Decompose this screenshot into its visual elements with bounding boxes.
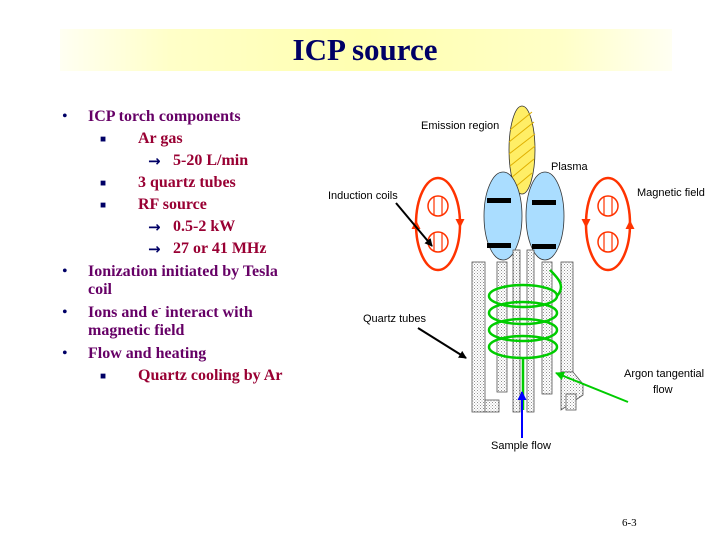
title-band (60, 29, 672, 71)
bullet-dot-icon: • (62, 108, 68, 125)
square-bullet-icon: ■ (100, 178, 107, 189)
label-argon-tangential-line2: flow (653, 384, 673, 396)
bullet-list: • ICP torch components ■ Ar gas → 5-20 L/mi… (60, 103, 340, 385)
label-emission-region: Emission region (421, 120, 499, 132)
bullet-quartz-cooling: ■ Quartz cooling by Ar (60, 367, 340, 385)
bullet-text: 3 quartz tubes (138, 174, 236, 191)
magnetic-field-right (581, 176, 635, 272)
arrow-bullet-icon: → (148, 240, 161, 258)
square-bullet-icon: ■ (100, 371, 107, 382)
bullet-text: ICP torch components (88, 108, 241, 125)
arrow-bullet-icon: → (148, 218, 161, 236)
square-bullet-icon: ■ (100, 134, 107, 145)
electron-superscript: - (158, 303, 162, 313)
bullet-text: 0.5-2 kW (173, 218, 236, 235)
label-quartz-tubes: Quartz tubes (363, 313, 426, 325)
bullet-flow-rate: → 5-20 L/min (60, 152, 340, 170)
bullet-text: Ionization initiated by Tesla (88, 263, 278, 280)
bullet-text-cont: magnetic field (88, 322, 185, 339)
bullet-text: 5-20 L/min (173, 152, 249, 169)
induction-coils-pointer (395, 202, 433, 247)
label-sample-flow: Sample flow (491, 440, 551, 452)
emission-region-shape (508, 105, 536, 195)
label-plasma: Plasma (551, 161, 589, 173)
bullet-text: interact with (161, 304, 253, 321)
square-bullet-icon: ■ (100, 200, 107, 211)
bullet-dot-icon: • (62, 345, 68, 362)
bullet-text: Quartz cooling by Ar (138, 367, 283, 384)
coil-cross-sections (487, 198, 556, 249)
bullet-text: RF source (138, 196, 207, 213)
bullet-frequency: → 27 or 41 MHz (60, 240, 340, 258)
bullet-dot-icon: • (62, 304, 68, 321)
bullet-dot-icon: • (62, 263, 68, 280)
bullet-torch-components: • ICP torch components (60, 108, 340, 126)
bullet-text: Ions and e (88, 304, 159, 321)
slide-title: ICP source (292, 32, 438, 67)
plasma-lobe-left (483, 171, 523, 261)
bullet-rf-source: ■ RF source (60, 196, 340, 214)
bullet-text: Flow and heating (88, 345, 207, 362)
arrow-bullet-icon: → (148, 152, 161, 170)
quartz-tubes-shape (471, 249, 584, 413)
label-magnetic-field: Magnetic field (637, 187, 705, 199)
argon-flow-arrow (555, 371, 629, 403)
label-induction-coils: Induction coils (328, 190, 398, 202)
label-argon-tangential-line1: Argon tangential (624, 368, 704, 380)
bullet-text: Ar gas (138, 130, 183, 147)
bullet-flow-heating: • Flow and heating (60, 345, 340, 363)
bullet-text: 27 or 41 MHz (173, 240, 267, 257)
bullet-text-cont: coil (88, 281, 112, 298)
bullet-power: → 0.5-2 kW (60, 218, 340, 236)
magnetic-field-left (411, 176, 465, 272)
page-number: 6-3 (622, 517, 637, 529)
bullet-ar-gas: ■ Ar gas (60, 130, 340, 148)
bullet-quartz-tubes: ■ 3 quartz tubes (60, 174, 340, 192)
plasma-lobe-right (525, 171, 565, 261)
quartz-tubes-pointer (417, 327, 467, 359)
